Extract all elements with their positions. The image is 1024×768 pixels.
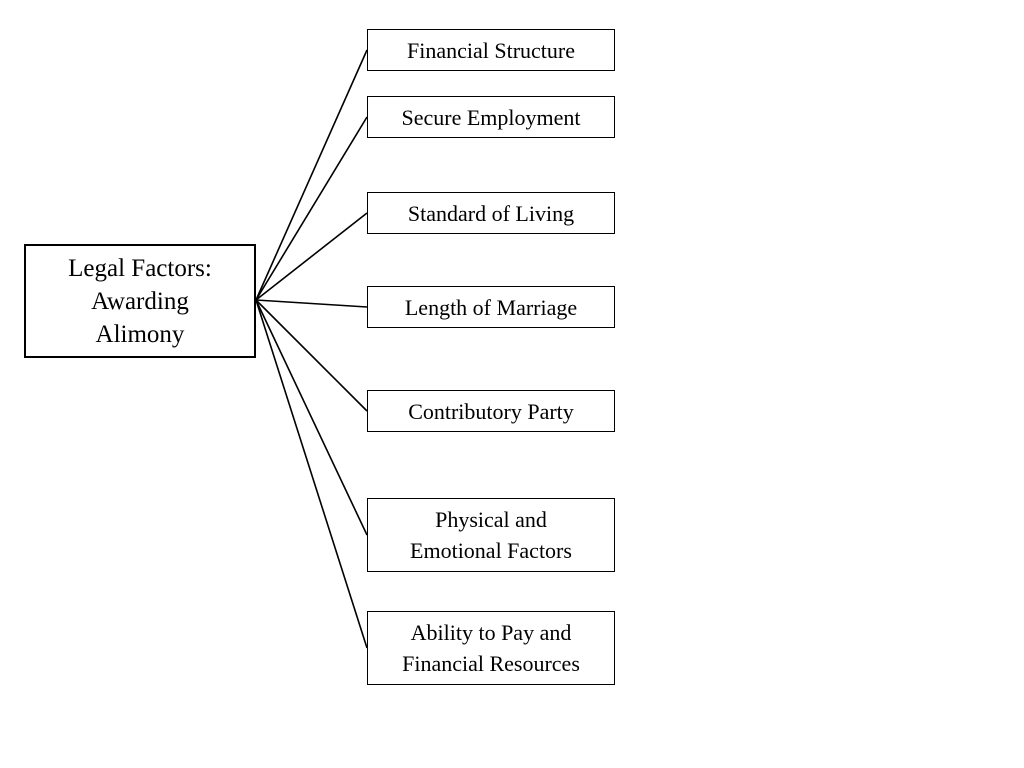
child-node-label-standard-of-living: Standard of Living	[407, 200, 575, 226]
child-node-label-physical-emotional-factors: Physical and Emotional Factors	[410, 507, 572, 563]
child-node-label-secure-employment: Secure Employment	[401, 104, 581, 130]
connector-line-1	[255, 49, 368, 301]
connector-line-2	[255, 116, 368, 301]
connector-line-3	[255, 212, 368, 301]
root-node-label: Legal Factors: Awarding Alimony	[68, 254, 212, 348]
child-node-financial-structure: Financial Structure	[367, 29, 615, 71]
child-node-label-financial-structure: Financial Structure	[406, 37, 575, 63]
child-node-ability-to-pay: Ability to Pay and Financial Resources	[367, 611, 615, 685]
connector-line-7	[255, 299, 368, 649]
connector-line-5	[255, 299, 368, 412]
child-node-label-length-of-marriage: Length of Marriage	[404, 294, 578, 320]
child-node-label-contributory-party: Contributory Party	[408, 398, 574, 424]
connector-line-4	[255, 299, 368, 308]
child-node-secure-employment: Secure Employment	[367, 96, 615, 138]
child-node-physical-emotional-factors: Physical and Emotional Factors	[367, 498, 615, 572]
root-node-box: Legal Factors: Awarding Alimony	[24, 244, 256, 358]
child-node-label-ability-to-pay: Ability to Pay and Financial Resources	[402, 620, 580, 676]
child-node-length-of-marriage: Length of Marriage	[367, 286, 615, 328]
child-node-standard-of-living: Standard of Living	[367, 192, 615, 234]
child-node-contributory-party: Contributory Party	[367, 390, 615, 432]
connector-line-6	[255, 299, 368, 536]
